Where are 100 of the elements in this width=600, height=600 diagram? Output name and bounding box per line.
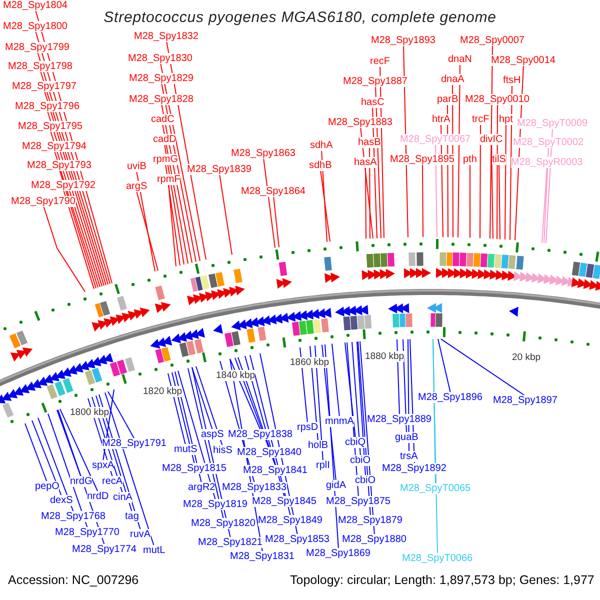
scale-label: 1860 kbp [290,357,330,368]
scale-label: 1840 kbp [216,370,256,381]
leader-line [496,104,498,240]
gene-label: cbiQ [345,437,366,448]
scale-label: 1800 kbp [70,407,110,418]
gene-label: M28_Spy1768 [41,511,106,522]
gene-label: M28_SpyT0067 [400,134,471,145]
leader-line [108,391,135,440]
gene-label: M28_Spy1792 [31,180,96,191]
leader-line [165,164,180,266]
gene-label: hasC [361,97,384,108]
gene-label: divIC [480,134,503,145]
gene-label: M28_Spy1830 [128,53,192,64]
gene-label: trsA [400,451,418,462]
gene-label: M28_Spy1832 [134,31,198,42]
gene-label: M28_Spy1796 [15,101,80,112]
gene-label: M28_Spy1828 [129,94,194,105]
gene-label: hpt [499,114,513,125]
gene-label: M28_Spy1793 [27,160,92,171]
gene-label: tag [125,511,139,522]
footer-note: Topology: circular; Length: 1,897,573 bp; Genes: 1,977 [290,573,594,587]
gene-label: nrdD [87,491,109,502]
leader-line [432,338,438,554]
gene-label: tilS [492,154,506,165]
leader-line [480,124,481,239]
footer-note: Accession: NC_007296 [8,573,139,587]
gene-label: M28_Spy1892 [382,463,446,474]
gene-label: M28_Spy0010 [465,94,530,105]
gene-label: M28_Spy1833 [222,482,286,493]
scale-label: 1820 kbp [143,386,182,397]
leader-line [346,342,359,498]
gene-label: M28_Spy1795 [18,121,82,132]
leader-line [490,44,493,240]
gene-label: M28_Spy1829 [129,73,194,84]
gene-label: M28_Spy1770 [55,527,120,538]
leader-line [498,164,500,240]
gene-label: cbiO [355,475,376,486]
gene-label: hisS [213,445,232,456]
leader-line [38,417,74,512]
gene-label: M28_Spy1880 [342,534,406,545]
leader-line [369,146,370,240]
leader-line [273,196,280,248]
leader-line [196,366,223,446]
gene-label: argS [126,181,148,192]
gene-label: cbiO [350,455,371,466]
gene-label: M28_Spy1879 [338,515,402,526]
gene-label: cadD [153,134,176,145]
gene-label: recF [370,56,390,67]
leader-line [160,62,200,262]
gene-label: M28_Spy1797 [12,81,76,92]
gene-label: rpmF [157,174,180,185]
leader-line [358,341,371,516]
title: Streptococcus pyogenes MGAS6180, complete genome [102,9,498,26]
gene-label: mutL [143,545,166,556]
gene-label: M28_Spy1839 [187,164,252,175]
gene-label: M28_Spy1875 [326,496,390,507]
leader-line [162,124,188,264]
gene-label: M28_Spy1893 [371,35,436,46]
gene-label: recA [102,476,123,487]
leader-line [32,420,62,496]
gene-label: M28_Spy0007 [460,35,524,46]
leader-line [60,408,98,492]
gene-label: M28_Spy1840 [237,447,302,458]
leader-line [56,410,82,478]
gene-label: mnmA [325,416,354,427]
leader-line [48,413,88,528]
gene-label: htrA [432,114,450,125]
gene-label: M28_Spy0014 [491,55,556,66]
gene-label: sdhB [309,160,332,171]
leader-line [356,341,366,476]
gene-label: trcF [472,114,490,125]
gene-label: M28_Spy1790 [11,196,76,207]
gene-label: M28_Spy1819 [183,499,248,510]
scale-label: 1880 kbp [365,351,404,362]
gene-label: aspS [201,429,224,440]
gene-label: M28_Spy1791 [102,438,166,449]
gene-label: M28_Spy1804 [3,0,68,11]
leader-line [438,338,451,394]
gene-label: M28_Spy1800 [3,21,68,32]
leader-line [320,170,330,242]
gene-label: rplI [316,460,330,471]
leader-line [365,166,366,240]
leader-line [102,389,114,462]
leader-line [408,338,410,452]
gene-label: M28_Spy1853 [265,534,330,545]
gene-label: M28_Spy1815 [162,463,226,474]
leader-line [168,184,176,267]
gene-label: M28_Spy1895 [390,154,454,165]
gene-label: gidA [326,480,346,491]
gene-label: cadC [151,114,174,125]
leader-line [136,190,158,272]
gene-label: M28_Spy1799 [5,42,70,53]
leader-line [360,126,374,239]
gene-label: spxA [92,460,114,471]
leader-line [458,64,460,238]
gene-label: M28_SpyT0066 [402,553,473,564]
gene-label: mutS [174,444,198,455]
gene-label: M28_Spy1897 [493,395,558,406]
gene-label: guaB [395,432,418,443]
leader-line [43,206,86,292]
